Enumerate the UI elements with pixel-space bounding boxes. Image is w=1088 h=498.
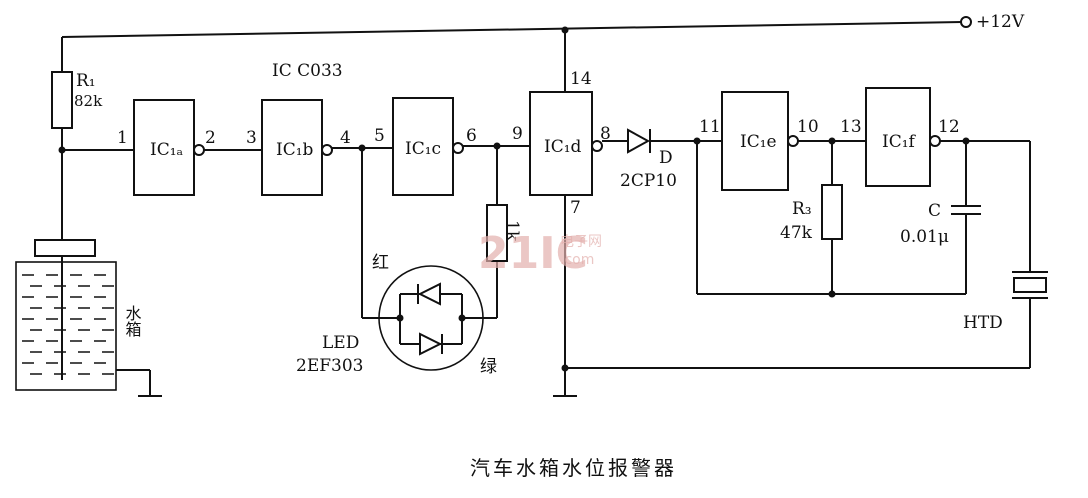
diagram-caption: 汽车水箱水位报警器 [470,456,677,480]
pin-3: 3 [246,128,257,148]
pin-5: 5 [374,126,385,146]
gate-icd-label: IC₁d [544,137,582,157]
buzzer-label: HTD [963,313,1003,333]
pin-10: 10 [797,117,819,137]
ground-rail [553,364,1030,397]
r3-resistor: R₃ 47k [780,141,843,294]
r2-value: 1k [502,220,522,242]
buzzer-htd: HTD [963,141,1048,368]
pin-1: 1 [117,128,128,148]
diode-d: D 2CP10 [602,128,722,191]
led-part: 2EF303 [296,356,363,376]
pin-7: 7 [570,198,581,218]
gate-icc: IC₁c 5 6 [374,97,477,196]
diode-name: D [659,148,673,168]
water-tank: 水箱 [15,239,162,397]
pin-9: 9 [512,124,523,144]
pin-6: 6 [466,126,477,146]
gate-ica-label: IC₁ₐ [150,140,184,160]
pin-13: 13 [840,117,862,137]
pin-12: 12 [938,117,960,137]
pin-4: 4 [340,128,351,148]
watermark: 21IC 电子网 .com [478,228,602,279]
r1-resistor: R₁ 82k [51,37,103,150]
pin-14: 14 [570,69,592,89]
gate-icc-label: IC₁c [405,139,441,159]
gate-icd: IC₁d 9 8 14 7 [512,69,611,218]
capacitor-c: C 0.01μ [900,141,981,294]
pin-11: 11 [699,117,721,137]
supply-label: +12V [976,12,1025,32]
led-bicolor: 红 绿 LED 2EF303 [296,148,497,377]
tank-label: 水箱 [123,305,142,337]
ic-part-label: IC C033 [272,61,343,81]
gate-icf-label: IC₁f [882,132,917,152]
r2-resistor: 1k [462,146,522,319]
cap-value: 0.01μ [900,227,949,247]
cap-name: C [928,201,941,221]
supply-rail: +12V [61,12,1025,92]
gate-icf: IC₁f 13 12 [840,87,960,187]
pin-8: 8 [600,124,611,144]
gate-ice: IC₁e 11 10 [699,91,819,191]
gate-icb: IC₁b 3 4 [246,99,351,196]
r1-value: 82k [74,92,103,110]
pin-2: 2 [205,128,216,148]
led-red-label: 红 [372,253,389,273]
led-green-label: 绿 [480,357,497,377]
gate-ice-label: IC₁e [740,132,777,152]
r1-name: R₁ [76,71,96,91]
watermark-main: 21IC [478,228,588,279]
r3-name: R₃ [792,199,812,219]
supply-terminal [960,16,972,28]
watermark-sub: 电子网 [560,234,602,250]
gate-ica: IC₁ₐ 1 2 [117,99,216,196]
r3-value: 47k [780,223,813,243]
diode-part: 2CP10 [620,171,677,191]
watermark-domain: .com [560,252,594,268]
gate-icb-label: IC₁b [276,140,314,160]
led-name: LED [322,333,359,353]
water-level-lines [22,274,114,375]
